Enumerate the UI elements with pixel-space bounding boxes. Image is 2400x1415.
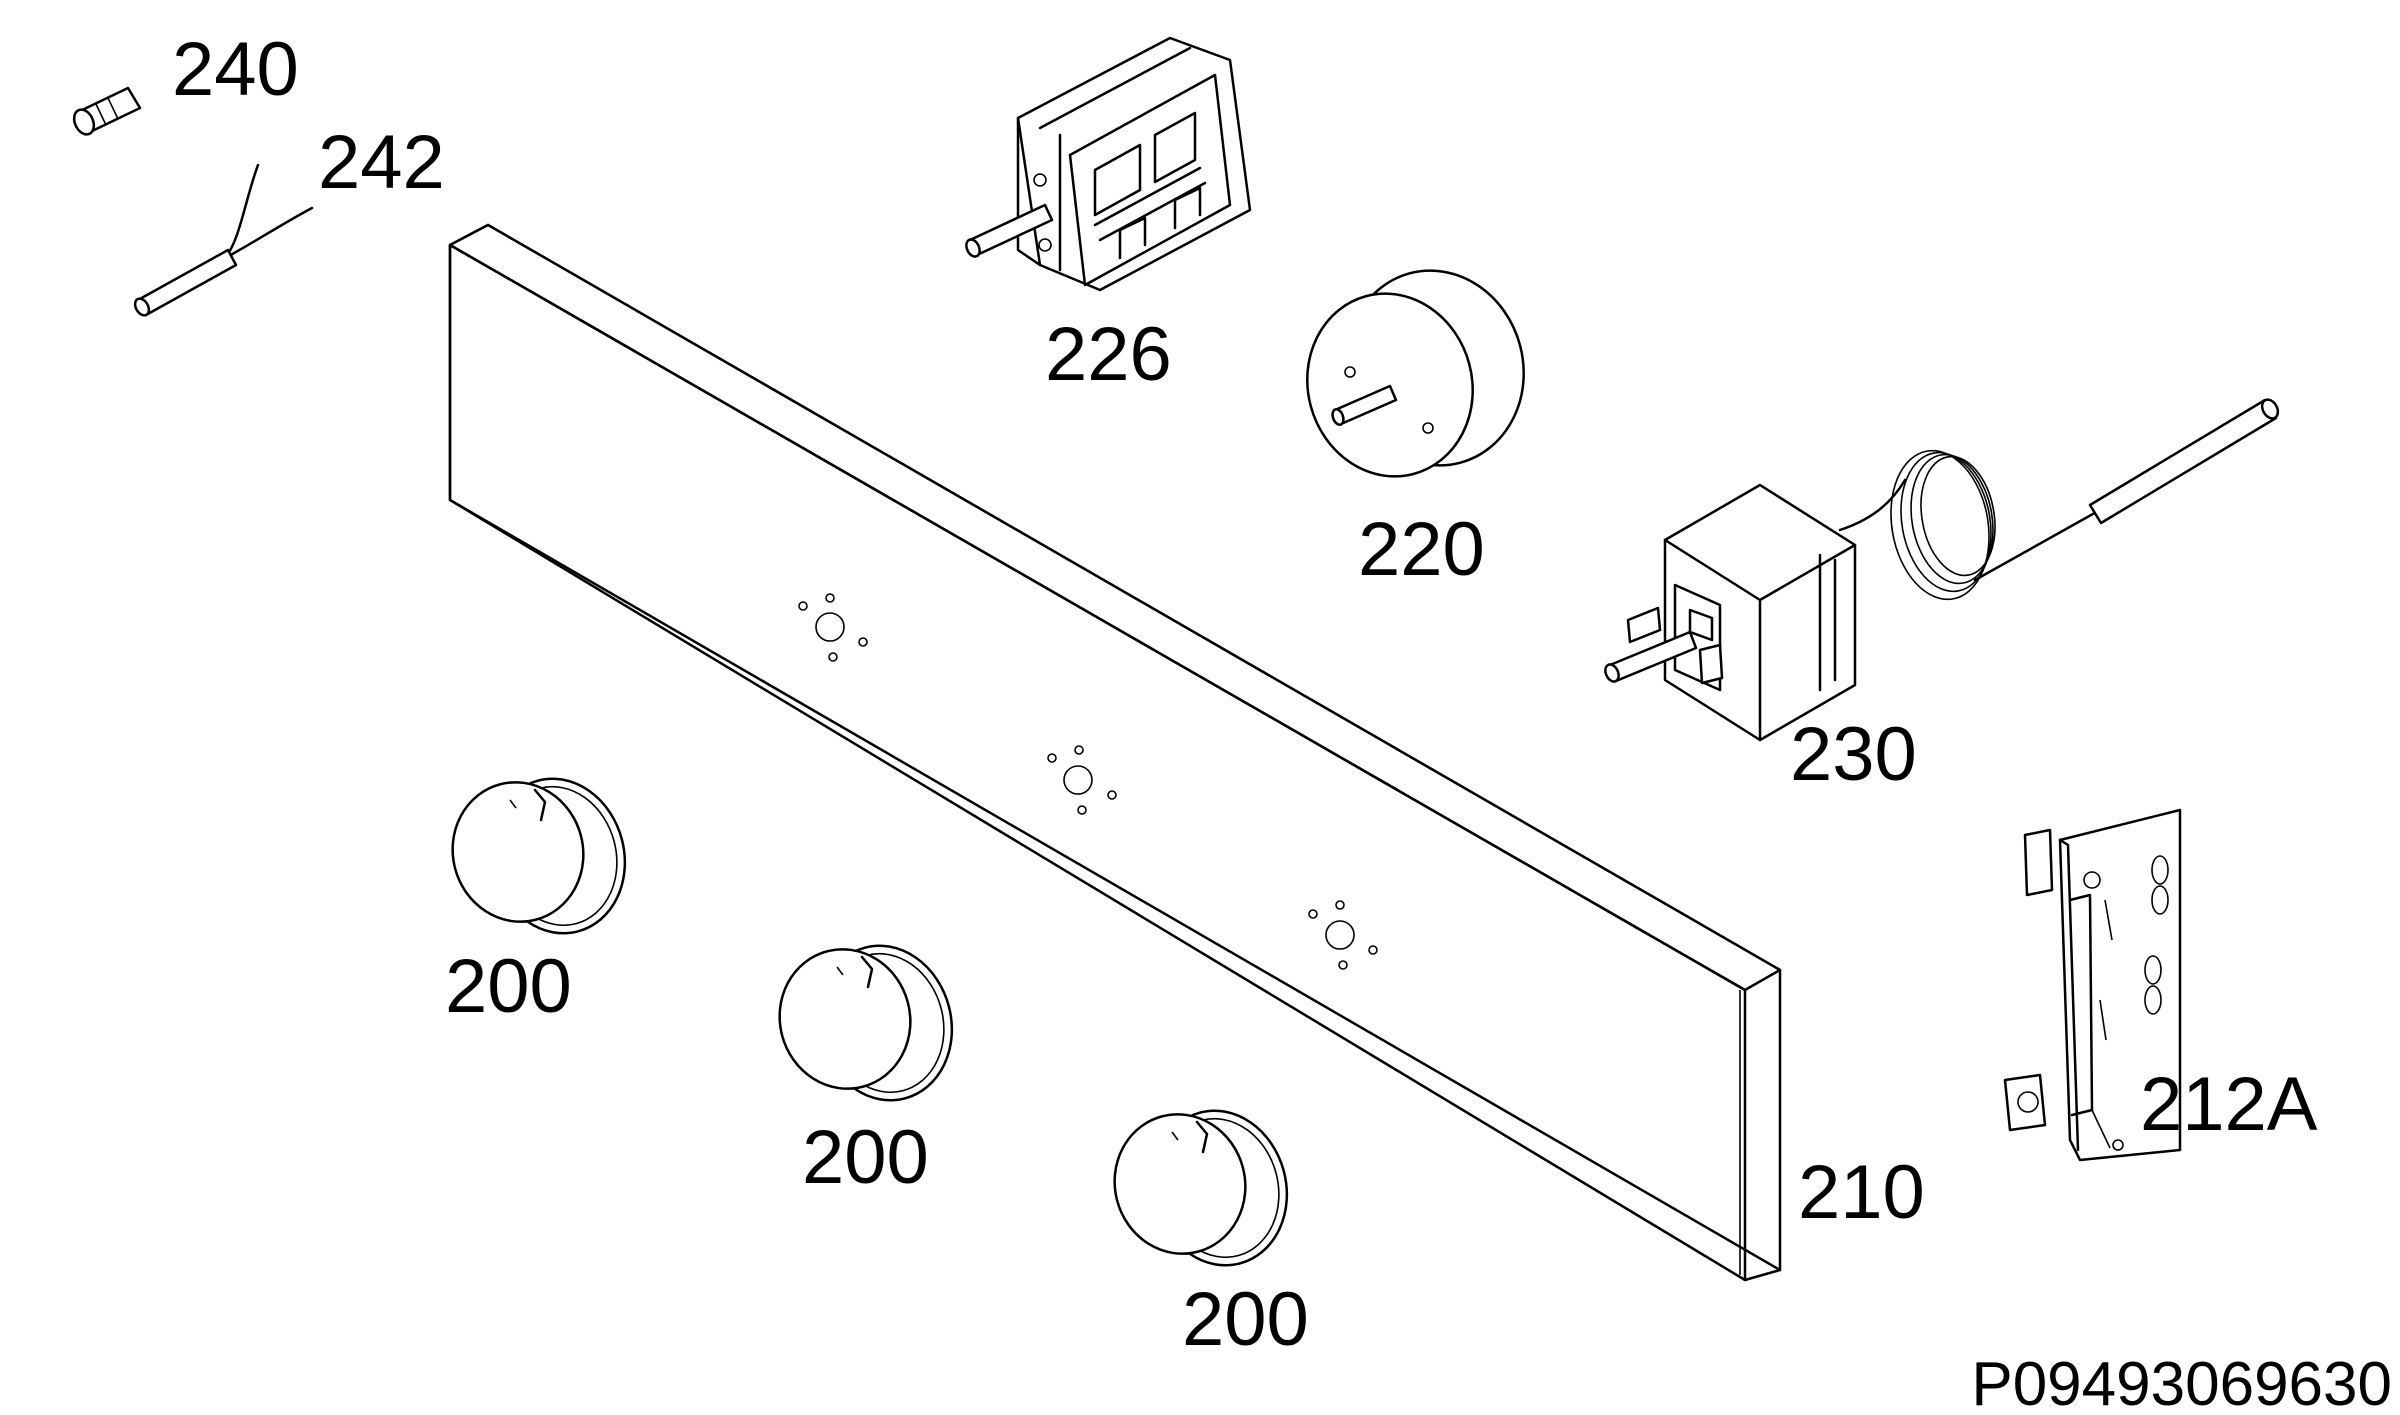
label-210: 210 (1798, 1150, 1925, 1235)
part-226-selector-switch (965, 36, 1252, 292)
label-226: 226 (1045, 312, 1172, 397)
part-212a-bracket (2003, 808, 2182, 1162)
part-220-energy-regulator (1306, 269, 1525, 478)
part-242-sensor-wire (133, 163, 314, 317)
part-200-knob-a (451, 777, 627, 935)
label-200-a: 200 (445, 944, 572, 1029)
part-230-thermostat (1604, 398, 2280, 742)
label-230: 230 (1790, 712, 1917, 797)
label-212a: 212A (2140, 1062, 2318, 1147)
label-200-b: 200 (802, 1115, 929, 1200)
part-240-screw (72, 86, 142, 136)
panel-knob-hole-1 (798, 593, 868, 662)
label-242: 242 (318, 120, 445, 205)
part-210-control-panel (448, 223, 1782, 1282)
label-240: 240 (172, 27, 299, 112)
part-200-knob-b (778, 944, 954, 1102)
label-200-c: 200 (1182, 1277, 1309, 1362)
panel-knob-hole-3 (1308, 900, 1378, 970)
part-200-knob-c (1113, 1109, 1289, 1267)
panel-knob-hole-2 (1047, 745, 1117, 815)
label-220: 220 (1358, 507, 1485, 592)
document-id: P09493069630 (1971, 1350, 2392, 1415)
